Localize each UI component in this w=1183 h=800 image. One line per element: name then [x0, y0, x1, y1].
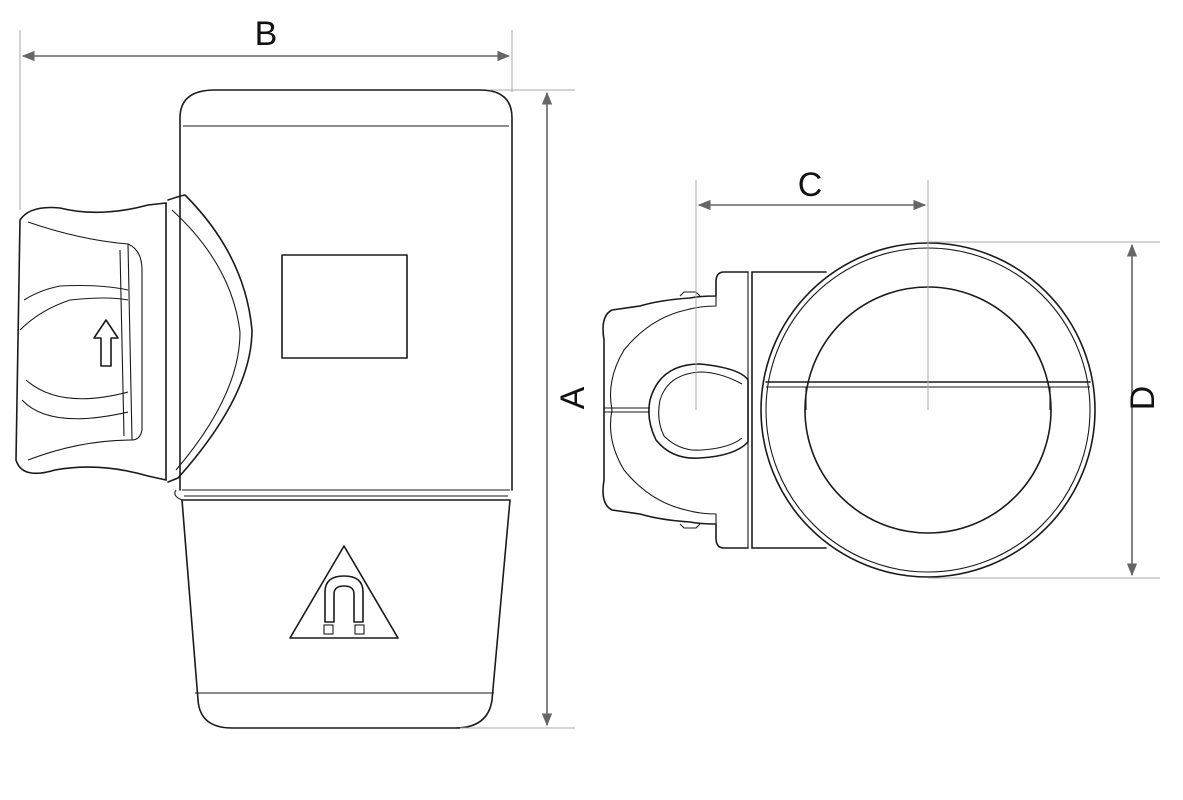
dimension-d-label: D: [1124, 386, 1162, 411]
dimension-c-label: C: [798, 166, 823, 204]
clip-hook: [648, 363, 749, 459]
collar-curve: [167, 194, 253, 483]
knob-grip-line: [119, 249, 125, 437]
dimension-a: A: [460, 89, 592, 729]
knob-rib-3: [19, 297, 129, 331]
split-tabs: [766, 386, 1090, 410]
body-lower-block: [181, 499, 511, 729]
clip-hook-inner: [658, 371, 743, 451]
top-view: [602, 242, 1096, 578]
magnet-warning-icon: [289, 545, 399, 639]
up-arrow-icon: [93, 319, 119, 367]
window-rect: [281, 254, 408, 359]
knob-rib-2: [25, 379, 129, 400]
dimension-b: B: [19, 15, 513, 210]
side-view: [15, 89, 513, 729]
dimension-b-label: B: [255, 15, 278, 53]
dimension-c: C: [695, 166, 929, 410]
knob-inner-face: [27, 221, 133, 461]
clip-notches: [679, 291, 701, 529]
dimension-a-label: A: [554, 386, 592, 409]
dimension-d: D: [928, 241, 1162, 579]
connector-block: [751, 271, 827, 549]
body-upper-block: [179, 89, 513, 491]
knob-grip: [127, 243, 143, 441]
collar-inner-curve: [171, 209, 241, 471]
knob-rib-1: [23, 284, 129, 301]
seam-end: [174, 489, 183, 501]
knob-rib-4: [21, 399, 129, 420]
clip-inner: [609, 296, 717, 524]
seam-strip: [182, 489, 510, 501]
clip-outer: [602, 271, 749, 549]
knob-outer: [15, 202, 167, 481]
